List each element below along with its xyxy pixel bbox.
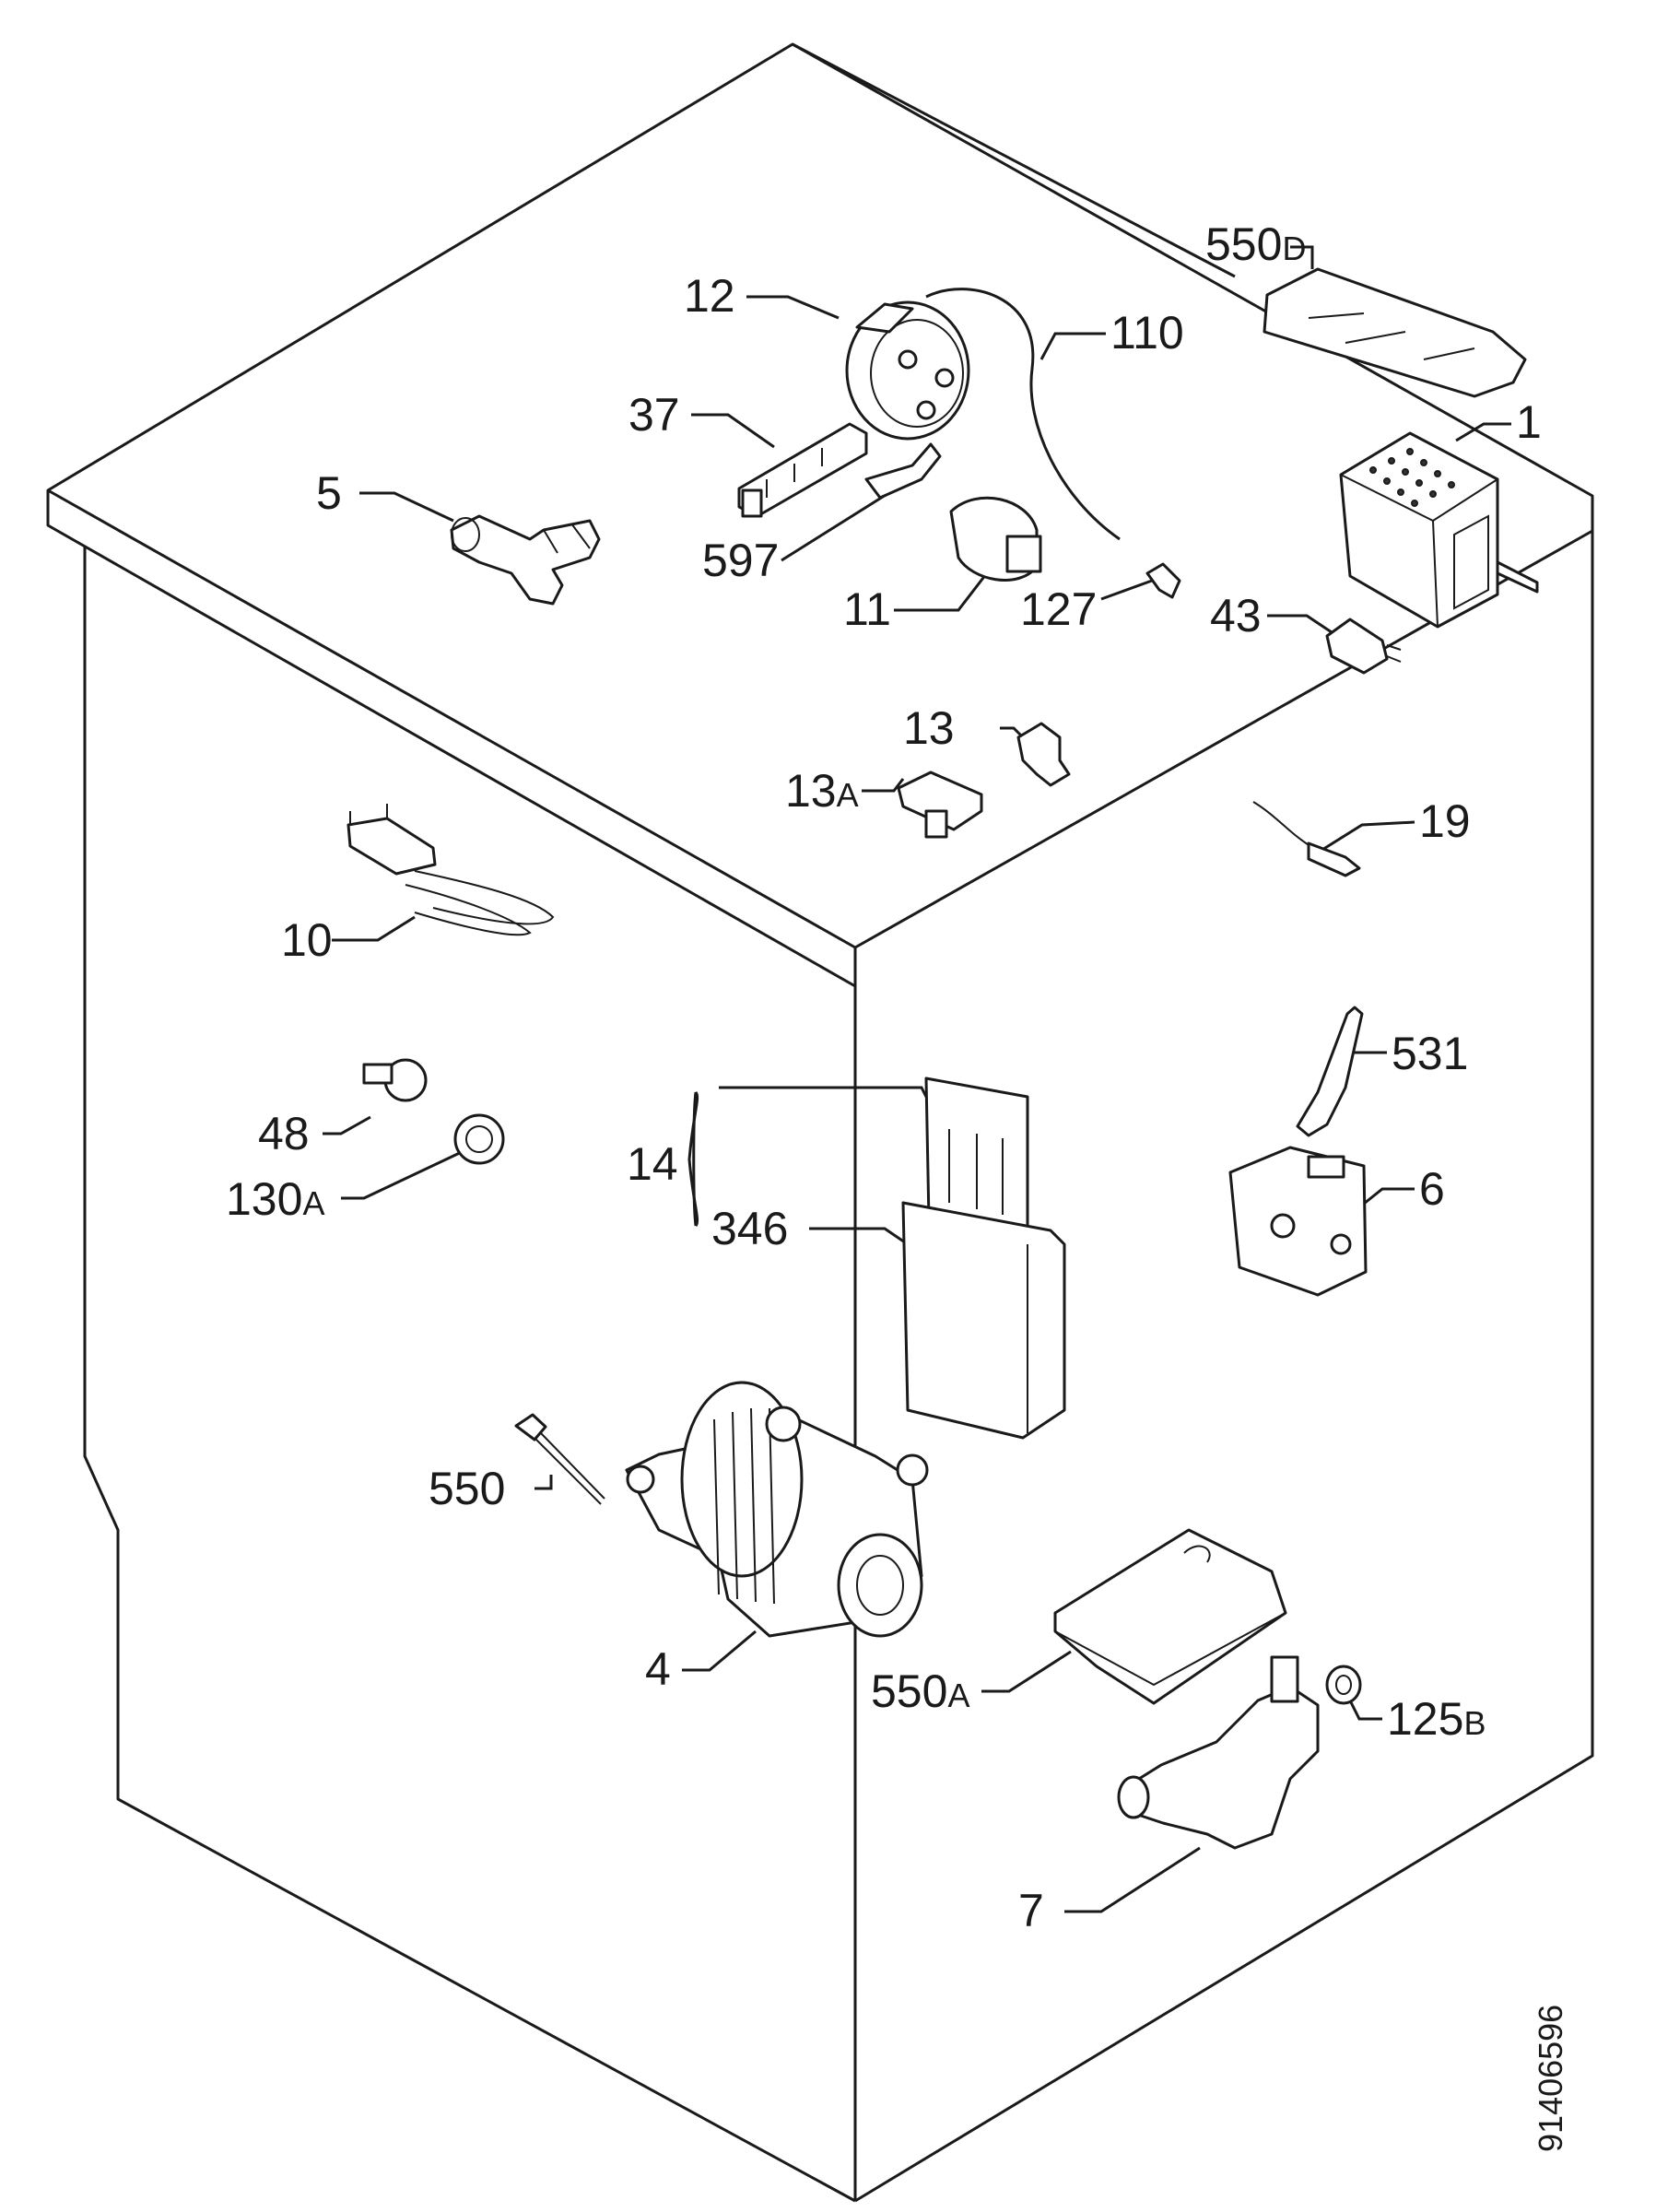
- label-550d: 550D: [1205, 218, 1306, 270]
- label-4: 4: [645, 1643, 671, 1695]
- label-37: 37: [628, 389, 680, 441]
- drawing-number: 91406596: [1532, 2005, 1569, 2152]
- part-550a-shield: [1053, 1528, 1287, 1705]
- label-127: 127: [1020, 583, 1097, 635]
- label-11: 11: [843, 583, 891, 635]
- label-14: 14: [627, 1138, 678, 1190]
- part-550-lever: [1296, 1006, 1364, 1137]
- label-531c: 550: [429, 1463, 505, 1514]
- part-12-pressure-switch: [845, 300, 970, 441]
- label-110: 110: [1110, 307, 1184, 359]
- part-5-inlet-valve: [450, 514, 601, 606]
- label-1: 1: [1516, 396, 1542, 448]
- part-13: [1016, 722, 1071, 787]
- part-48: [362, 1058, 428, 1102]
- label-550: 531: [1392, 1028, 1468, 1079]
- part-125b-gasket: [1325, 1665, 1362, 1705]
- label-43: 43: [1210, 590, 1262, 641]
- part-11-capacitor: [949, 496, 1042, 582]
- label-7: 6: [1419, 1163, 1445, 1215]
- label-597: 597: [702, 535, 779, 586]
- part-10-heater: [346, 804, 555, 936]
- part-7-door-lock: [1228, 1146, 1368, 1297]
- label-6: 7: [1018, 1885, 1044, 1936]
- part-labels: 550D 1 12 110 37 5 597 11 127 43 13 13A …: [226, 218, 1569, 2152]
- label-5: 5: [316, 467, 342, 519]
- part-6-drain-pump: [1117, 1655, 1320, 1850]
- label-13a: 13A: [785, 765, 859, 817]
- label-125b: 125B: [1387, 1693, 1486, 1745]
- part-130a: [453, 1113, 505, 1165]
- part-110-hose: [925, 288, 1121, 541]
- part-550d-cover: [1263, 267, 1527, 398]
- part-14-dispenser: [901, 1077, 1066, 1440]
- part-127: [1145, 562, 1181, 599]
- label-346: 346: [711, 1203, 788, 1254]
- label-12: 12: [684, 270, 735, 322]
- part-13a: [897, 771, 983, 839]
- part-4-motor: [625, 1381, 929, 1638]
- part-1-timer: [1339, 431, 1539, 629]
- label-48: 48: [258, 1108, 310, 1159]
- timer-grid: [1369, 448, 1455, 507]
- label-130a: 130A: [226, 1173, 324, 1225]
- part-19-sensor: [1252, 801, 1361, 877]
- part-43: [1325, 618, 1402, 675]
- label-550a: 550A: [871, 1665, 969, 1717]
- part-37-terminal-block: [737, 422, 868, 518]
- part-597-clip: [864, 442, 942, 500]
- label-10: 10: [281, 914, 333, 966]
- part-531c-screw: [514, 1413, 605, 1505]
- label-13: 13: [903, 702, 955, 754]
- label-19: 19: [1419, 795, 1471, 847]
